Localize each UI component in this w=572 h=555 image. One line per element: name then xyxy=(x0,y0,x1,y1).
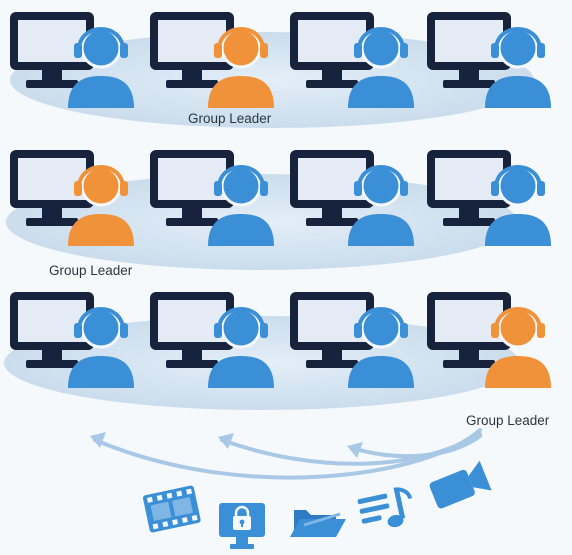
row-1-student-station-1 xyxy=(10,12,134,108)
video-camera-icon xyxy=(429,460,492,509)
classroom-row-3 xyxy=(4,292,551,410)
lock-screen-icon xyxy=(219,503,265,549)
row-3-leader-label: Group Leader xyxy=(466,413,550,428)
arrow-head-2 xyxy=(218,433,234,449)
arrow-head-1 xyxy=(90,432,106,448)
row-3-leader-station xyxy=(427,292,551,388)
classroom-row-2 xyxy=(6,150,551,270)
arrow-head-3 xyxy=(347,442,363,458)
row-3-student-station-1 xyxy=(10,292,134,388)
row-2-student-station-4 xyxy=(427,150,551,246)
row-1-leader-station xyxy=(150,12,274,108)
folder-icon xyxy=(290,510,346,537)
playlist-music-icon xyxy=(357,487,413,528)
distribution-arrows xyxy=(90,428,482,480)
row-1-student-station-4 xyxy=(427,12,551,108)
row-2-leader-station xyxy=(10,150,134,246)
row-2-leader-label: Group Leader xyxy=(49,263,133,278)
row-3-student-station-2 xyxy=(150,292,274,388)
row-3-student-station-3 xyxy=(290,292,414,388)
classroom-row-1 xyxy=(10,12,551,128)
row-2-student-station-2 xyxy=(150,150,274,246)
media-icons xyxy=(142,460,492,549)
distribution-arrow-3 xyxy=(350,434,482,459)
row-2-student-station-3 xyxy=(290,150,414,246)
row-1-leader-label: Group Leader xyxy=(188,111,272,126)
row-1-student-station-3 xyxy=(290,12,414,108)
film-strip-icon xyxy=(142,485,201,533)
distribution-arrow-2 xyxy=(220,432,482,466)
